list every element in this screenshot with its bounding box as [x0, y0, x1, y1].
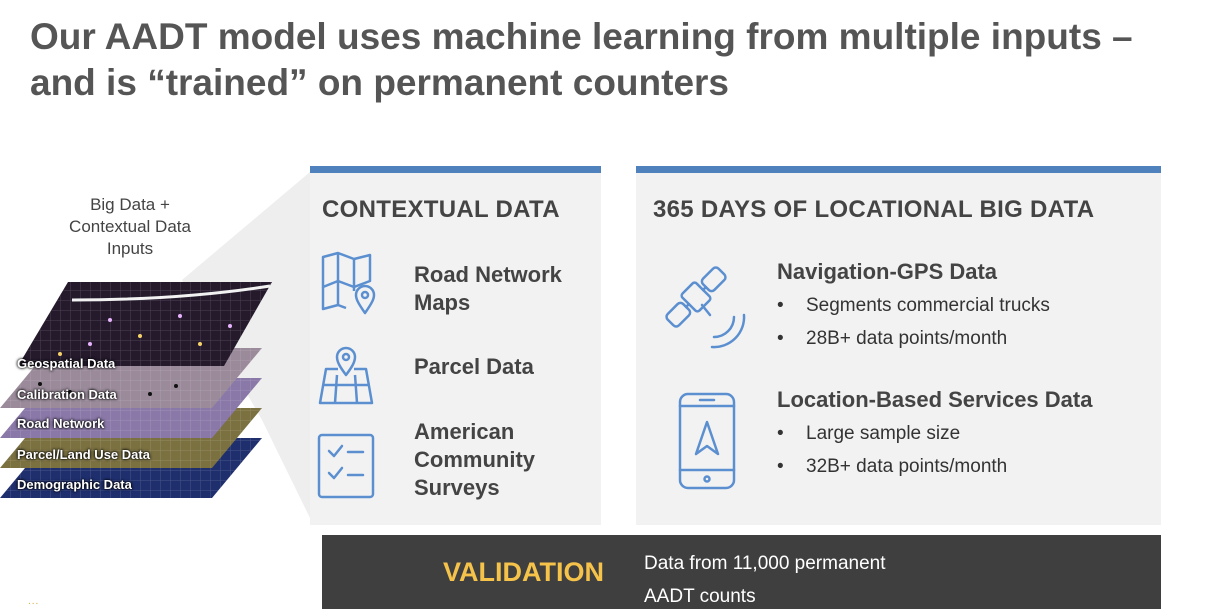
footer-dots: ...: [28, 596, 40, 607]
context-item-road-network-maps: Road Network Maps: [414, 261, 562, 317]
locational-big-data-panel: 365 DAYS OF LOCATIONAL BIG DATA Navigati…: [636, 166, 1161, 525]
checklist-icon: [317, 433, 375, 499]
slide-title-line-1: Our AADT model uses machine learning fro…: [30, 16, 1133, 57]
map-pin-icon: [321, 251, 376, 315]
stack-layer-geospatial: [18, 282, 272, 366]
bullet-dot: •: [777, 328, 784, 349]
context-item-road-network-line-2: Maps: [414, 290, 471, 315]
parcel-map-icon: [318, 346, 374, 405]
context-item-parcel-line-1: Parcel Data: [414, 354, 534, 379]
context-item-parcel-data: Parcel Data: [414, 353, 534, 381]
connector-wedge: [182, 172, 310, 518]
layer-label-parcel: Parcel/Land Use Data: [17, 447, 150, 462]
location-based-services-title: Location-Based Services Data: [777, 387, 1093, 412]
validation-label: VALIDATION: [443, 557, 604, 587]
stack-caption-line-2: Contextual Data: [69, 217, 191, 236]
layer-label-geospatial: Geospatial Data: [17, 356, 116, 371]
contextual-data-panel: CONTEXTUAL DATA Road Network Maps Parcel…: [310, 166, 601, 525]
data-layer-stack-illustration: [0, 172, 310, 518]
validation-description: Data from 11,000 permanent AADT counts: [644, 547, 964, 613]
navigation-gps-bullet-1: • Segments commercial trucks: [777, 295, 1050, 317]
stack-caption: Big Data + Contextual Data Inputs: [55, 194, 205, 260]
location-based-services-bullet-1: • Large sample size: [777, 423, 960, 445]
slide-title: Our AADT model uses machine learning fro…: [30, 14, 1205, 106]
smartphone-navigation-icon: [678, 392, 736, 490]
bullet-text: Large sample size: [806, 423, 961, 444]
context-item-acs-line-1: American: [414, 419, 515, 444]
location-based-services-bullet-2: • 32B+ data points/month: [777, 456, 1007, 478]
layer-label-road-network: Road Network: [17, 416, 105, 431]
navigation-gps-bullet-2: • 28B+ data points/month: [777, 328, 1007, 350]
context-item-acs-line-2: Community: [414, 447, 535, 472]
bullet-text: Segments commercial trucks: [806, 295, 1050, 316]
bullet-text: 32B+ data points/month: [806, 456, 1008, 477]
validation-description-line-1: Data from 11,000 permanent: [644, 553, 886, 574]
bullet-text: 28B+ data points/month: [806, 328, 1008, 349]
stack-caption-line-3: Inputs: [106, 239, 154, 258]
navigation-gps-title: Navigation-GPS Data: [777, 259, 998, 284]
layer-label-calibration: Calibration Data: [17, 387, 117, 402]
context-item-road-network-line-1: Road Network: [414, 262, 562, 287]
slide-title-line-2: and is “trained” on permanent counters: [30, 62, 730, 103]
bullet-dot: •: [777, 456, 784, 477]
validation-bar: VALIDATION Data from 11,000 permanent AA…: [322, 535, 1161, 609]
validation-description-line-2: AADT counts: [644, 586, 756, 607]
context-item-american-community-surveys: American Community Surveys: [414, 418, 535, 502]
context-item-acs-line-3: Surveys: [414, 475, 500, 500]
bullet-dot: •: [777, 423, 784, 444]
big-data-heading: 365 DAYS OF LOCATIONAL BIG DATA: [653, 196, 1095, 223]
contextual-data-heading: CONTEXTUAL DATA: [322, 196, 560, 223]
bullet-dot: •: [777, 295, 784, 316]
layer-label-demographic: Demographic Data: [17, 477, 132, 492]
satellite-icon: [665, 266, 746, 349]
stack-caption-line-1: Big Data +: [90, 195, 170, 214]
